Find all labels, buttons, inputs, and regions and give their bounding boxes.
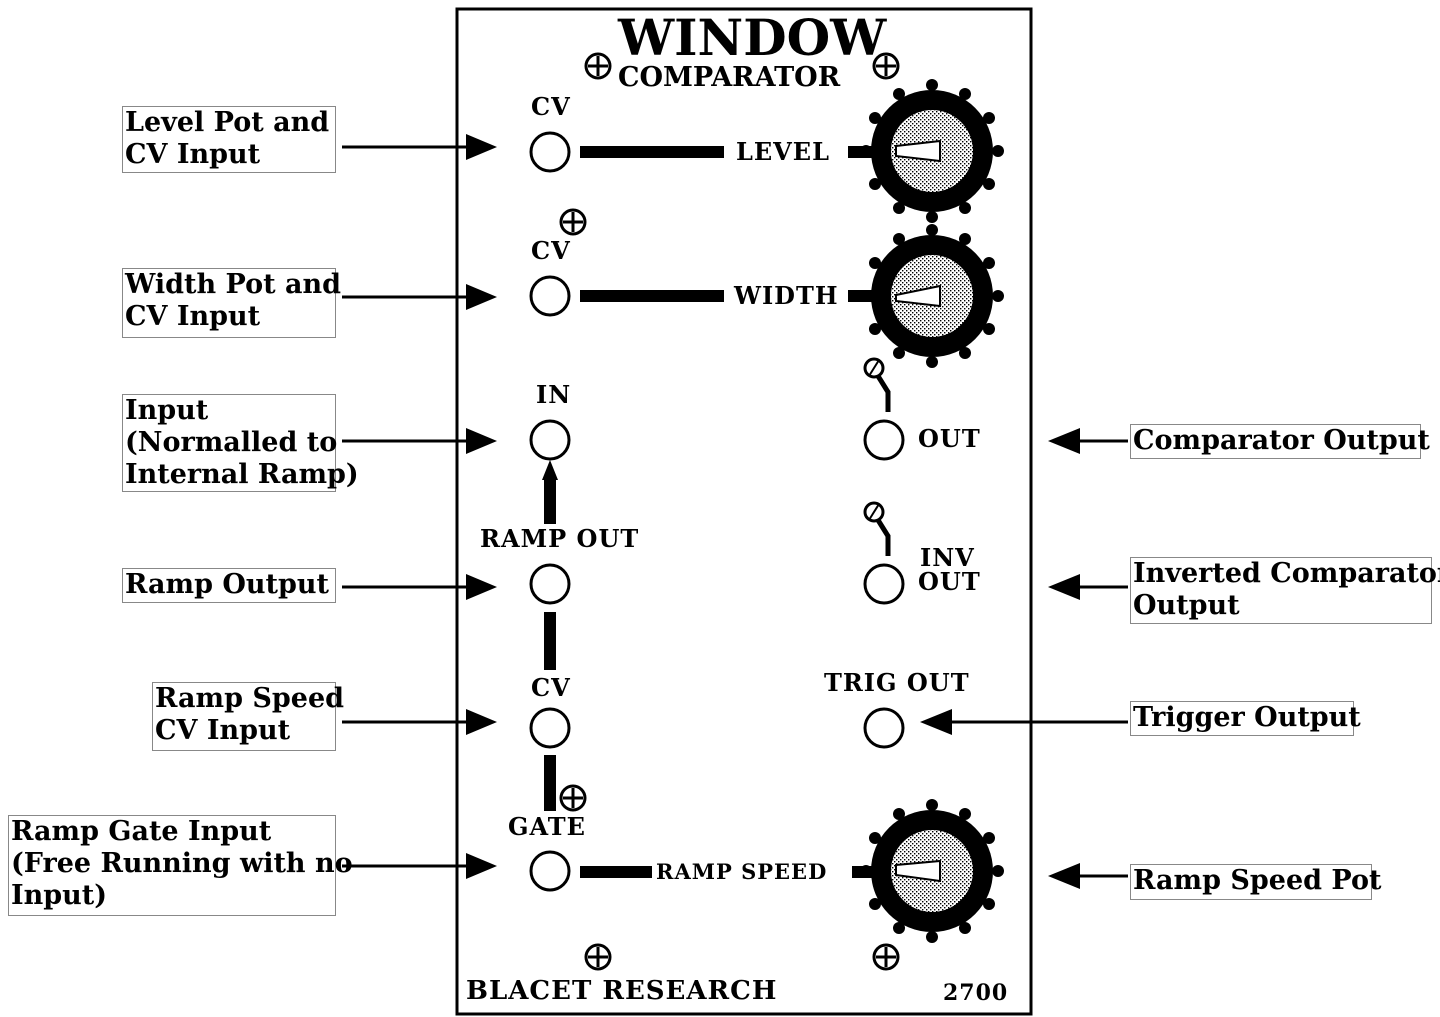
callout-ramp-speed-pot: Ramp Speed Pot [1130,864,1382,900]
knob-level[interactable] [860,79,1004,223]
callout-line: (Free Running with no [11,848,353,879]
label-gate: GATE [508,812,586,841]
callout-inverted-output: Inverted Comparator Output [1130,557,1440,624]
label-inv-out-1: INV [920,543,975,572]
panel-line [580,866,652,878]
callout-line: (Normalled to [125,427,338,458]
screw-icon [584,943,612,971]
callout-line: Ramp Speed [155,683,345,714]
screw-icon [584,52,612,80]
module-title: WINDOW [618,8,887,67]
callout-ramp-gate: Ramp Gate Input (Free Running with no In… [8,815,353,916]
screw-icon [872,52,900,80]
label-inv-out-2: OUT [918,567,981,596]
screw-icon [559,208,587,236]
arrow-head-icon [466,709,497,735]
jack-in[interactable] [529,419,571,461]
jack-inv-out[interactable] [863,563,905,605]
label-width: WIDTH [734,281,839,310]
callout-line: CV Input [125,139,261,170]
arrow-head-icon [1048,863,1080,889]
arrow-head-icon [466,134,497,160]
callout-line: Input [125,395,209,426]
callout-line: Comparator Output [1133,425,1430,456]
callout-ramp-output: Ramp Output [122,568,336,603]
screw-icon [559,784,587,812]
callout-line: Ramp Speed Pot [1133,865,1382,896]
callout-comparator-output: Comparator Output [1130,424,1430,459]
knob-width[interactable] [860,224,1004,368]
arrow-head-icon [920,709,952,735]
callout-width: Width Pot and CV Input [122,268,341,338]
callout-line: Output [1133,590,1240,621]
label-cv-ramp: CV [531,673,571,702]
label-cv-level: CV [531,92,571,121]
callout-line: CV Input [155,715,291,746]
callout-line: Ramp Gate Input [11,816,272,847]
panel-line [544,755,556,811]
jack-gate[interactable] [529,850,571,892]
callout-line: Level Pot and [125,107,330,138]
label-out: OUT [918,424,981,453]
label-in: IN [536,380,572,409]
led-icon [863,357,891,412]
callout-line: Ramp Output [125,569,330,600]
arrow-head-icon [1048,574,1080,600]
callout-line: Inverted Comparator [1133,558,1440,589]
label-trig-out: TRIG OUT [824,668,970,697]
screw-icon [872,943,900,971]
callout-level: Level Pot and CV Input [122,106,336,173]
label-ramp-out: RAMP OUT [480,524,640,553]
brand-label: BLACET RESEARCH [466,976,778,1006]
arrow-head-icon [466,574,497,600]
callout-ramp-speed-cv: Ramp Speed CV Input [152,682,345,751]
knob-ramp-speed[interactable] [860,799,1004,943]
panel-line [544,480,556,524]
model-number: 2700 [943,980,1009,1006]
panel-line [580,146,724,158]
arrow-up-icon [542,460,558,480]
panel-line [544,612,556,670]
callout-line: Trigger Output [1133,702,1361,733]
arrow-head-icon [466,853,497,879]
label-cv-width: CV [531,236,571,265]
jack-ramp-out[interactable] [529,563,571,605]
arrow-head-icon [466,428,497,454]
arrow-head-icon [466,284,497,310]
panel-line [580,290,724,302]
jack-cv-level[interactable] [529,131,571,173]
label-ramp-speed: RAMP SPEED [656,859,828,884]
module-subtitle: COMPARATOR [618,62,841,93]
jack-trig-out[interactable] [863,707,905,749]
label-level: LEVEL [736,137,830,166]
callout-line: CV Input [125,301,261,332]
jack-cv-ramp[interactable] [529,707,571,749]
callout-line: Width Pot and [125,269,341,300]
led-icon [863,501,891,556]
callout-trigger-output: Trigger Output [1130,701,1361,736]
callout-input: Input (Normalled to Internal Ramp) [122,394,359,492]
jack-cv-width[interactable] [529,275,571,317]
arrow-head-icon [1048,428,1080,454]
callout-line: Input) [11,880,108,911]
jack-out[interactable] [863,419,905,461]
callout-line: Internal Ramp) [125,459,359,490]
